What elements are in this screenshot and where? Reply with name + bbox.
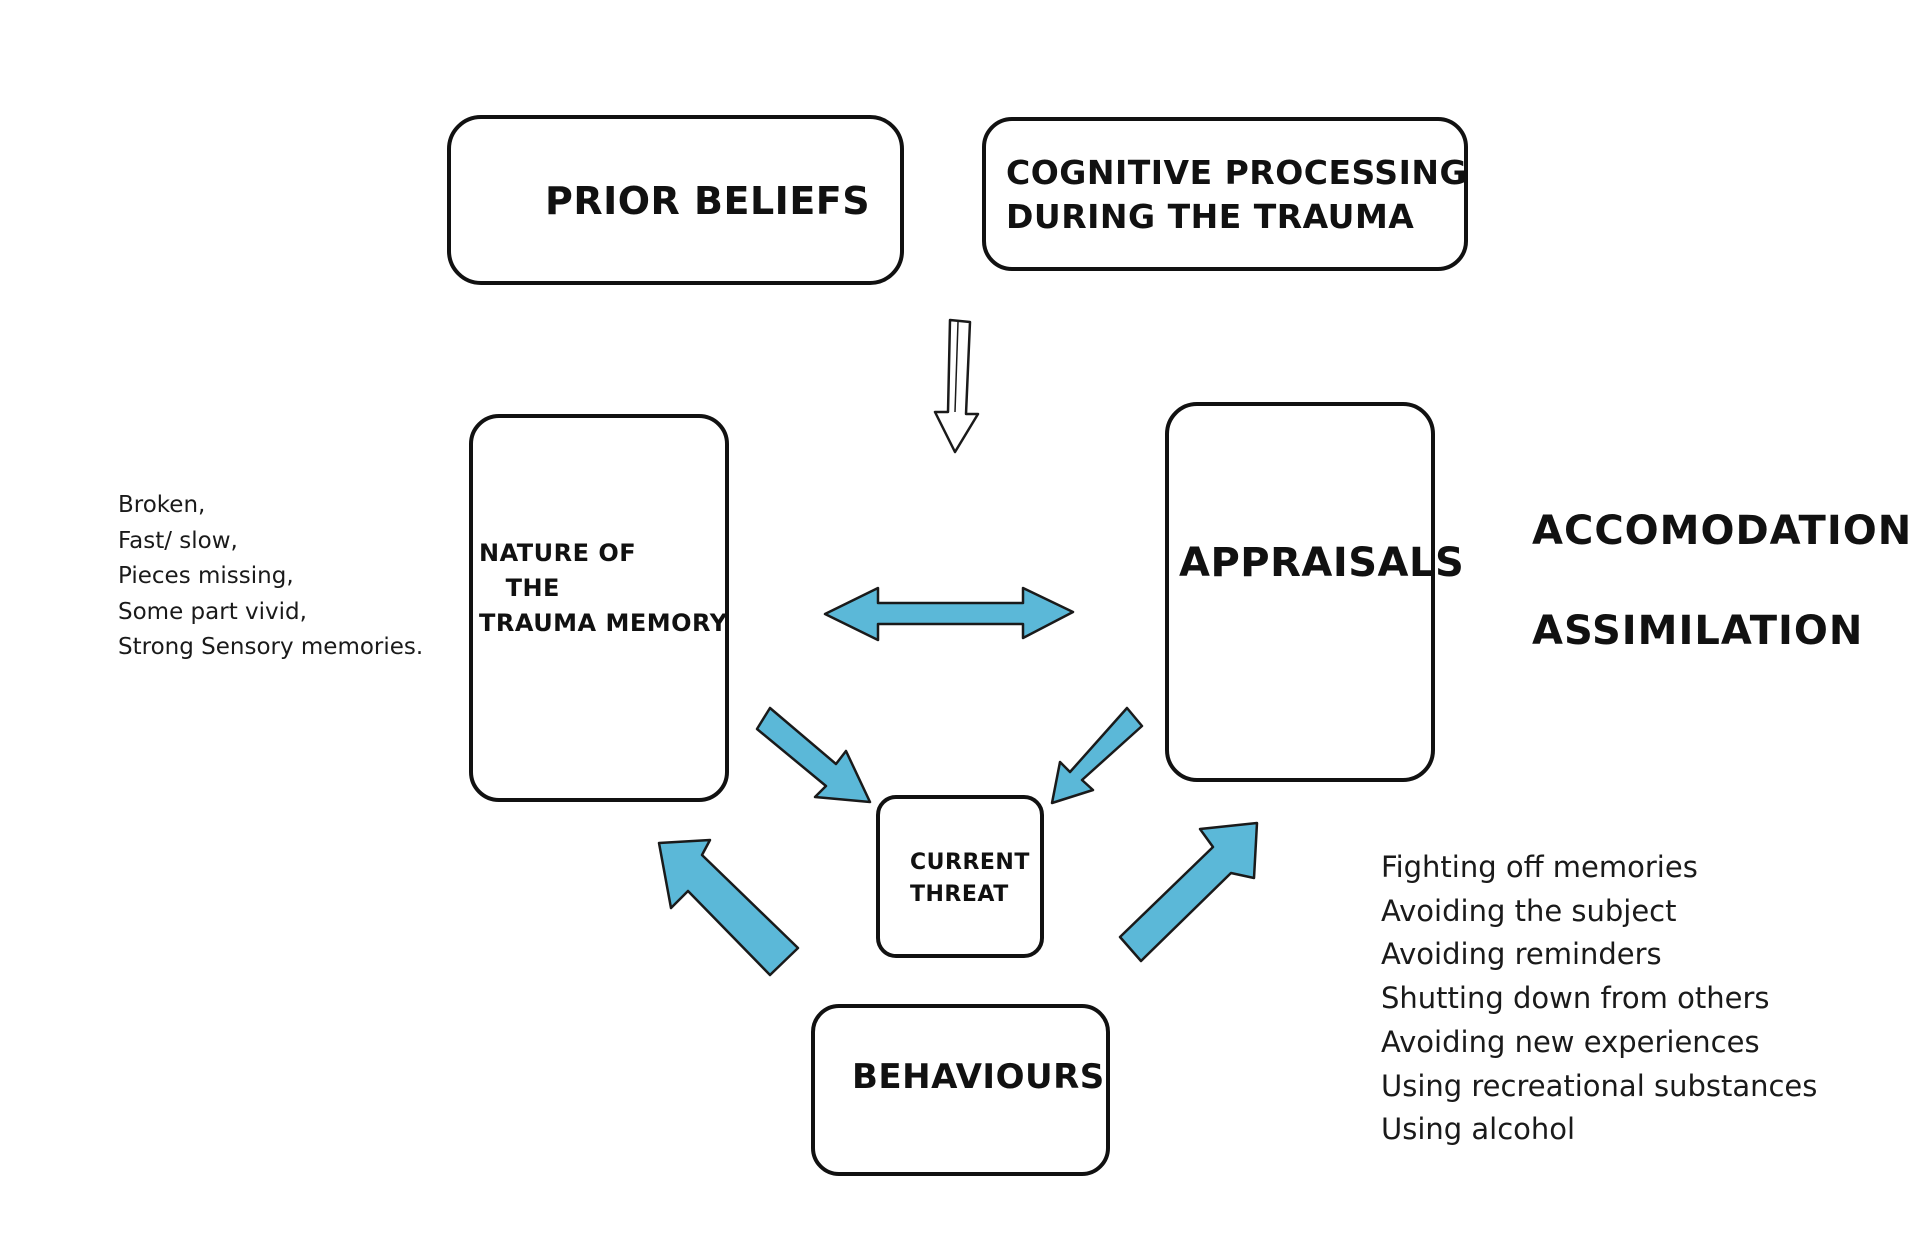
appraisals-box: APPRAISALS xyxy=(1165,402,1464,782)
behaviour-list: Fighting off memories Avoiding the subje… xyxy=(1381,846,1817,1152)
behaviours-to-appraisals-arrow xyxy=(1118,821,1259,963)
current-threat-box: CURRENT THREAT xyxy=(876,795,1044,958)
behaviour-item: Avoiding reminders xyxy=(1381,937,1662,972)
behaviour-item: Avoiding the subject xyxy=(1381,893,1677,928)
cognitive-processing-label: COGNITIVE PROCESSING DURING THE TRAUMA xyxy=(1006,153,1468,236)
current-threat-label: CURRENT THREAT xyxy=(910,850,1030,907)
behaviours-label: BEHAVIOURS xyxy=(852,1057,1105,1097)
behaviour-item: Using recreational substances xyxy=(1381,1068,1818,1103)
appraisals-to-threat-arrow xyxy=(1050,706,1144,805)
behaviour-item: Avoiding new experiences xyxy=(1381,1024,1760,1059)
behaviours-to-memory-arrow xyxy=(657,838,800,977)
accommodation-heading: ACCOMODATION xyxy=(1532,508,1913,554)
behaviour-item: Shutting down from others xyxy=(1381,981,1770,1016)
memory-note: Strong Sensory memories. xyxy=(118,634,424,660)
assimilation-heading: ASSIMILATION xyxy=(1532,608,1864,654)
down-arrow xyxy=(933,318,980,454)
behaviours-box: BEHAVIOURS xyxy=(811,1004,1110,1176)
cognitive-processing-box: COGNITIVE PROCESSING DURING THE TRAUMA xyxy=(982,117,1468,271)
prior-beliefs-box: PRIOR BELIEFS xyxy=(447,115,904,285)
memory-note: Some part vivid, xyxy=(118,598,307,625)
bidirectional-arrow xyxy=(823,586,1075,642)
memory-notes-list: Broken, Fast/ slow, Pieces missing, Some… xyxy=(118,488,423,666)
memory-note: Fast/ slow, xyxy=(118,527,238,554)
memory-to-threat-arrow xyxy=(755,706,872,804)
appraisals-label: APPRAISALS xyxy=(1179,540,1465,586)
trauma-memory-label: NATURE OF THE TRAUMA MEMORY xyxy=(479,539,728,637)
trauma-memory-box: NATURE OF THE TRAUMA MEMORY xyxy=(469,414,729,802)
behaviour-item: Using alcohol xyxy=(1381,1112,1576,1147)
prior-beliefs-label: PRIOR BELIEFS xyxy=(545,179,871,223)
memory-note: Pieces missing, xyxy=(118,563,294,589)
memory-note: Broken, xyxy=(118,492,206,518)
behaviour-item: Fighting off memories xyxy=(1381,850,1698,884)
